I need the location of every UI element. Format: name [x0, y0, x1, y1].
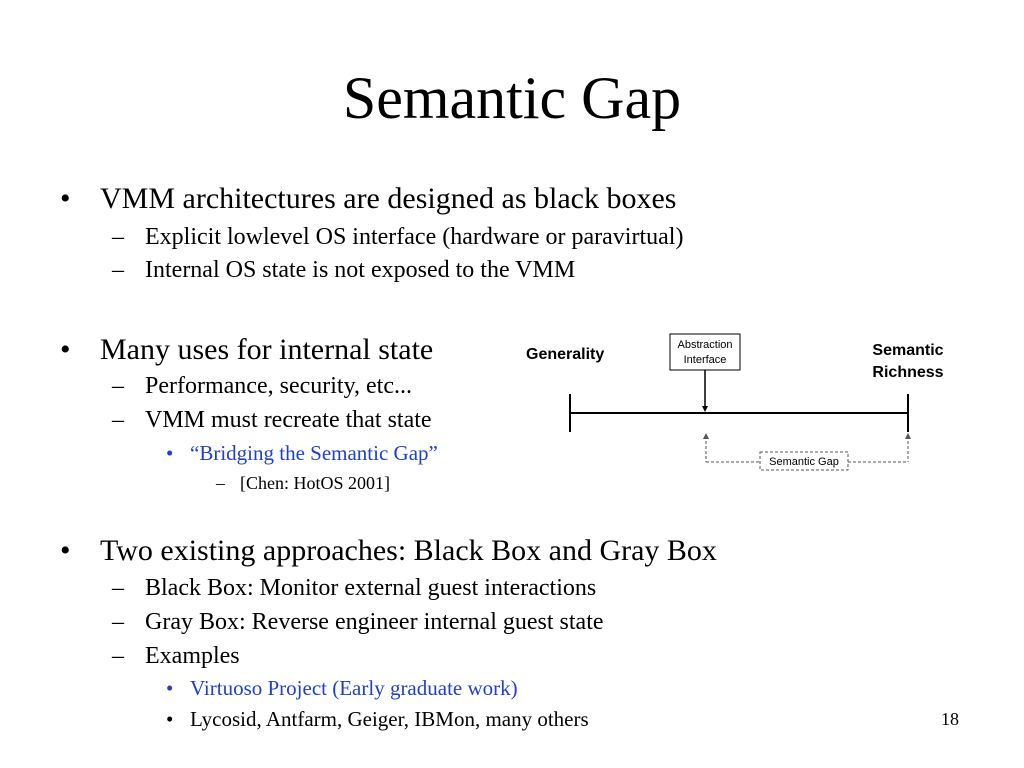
arrow-up-icon: [703, 433, 709, 439]
bullet-text: Two existing approaches: Black Box and G…: [100, 534, 717, 567]
sub-sub-bullet-item: • Lycosid, Antfarm, Geiger, IBMon, many o…: [166, 707, 589, 731]
abstraction-box: [669, 333, 741, 371]
bullet-marker: •: [60, 333, 71, 366]
dash-marker: –: [112, 575, 124, 601]
sub-bullet-text: Examples: [145, 643, 240, 669]
dash-marker: –: [112, 407, 124, 433]
sub-bullet-text: Performance, security, etc...: [145, 373, 412, 399]
sub-bullet-item: –Performance, security, etc...: [112, 372, 412, 400]
slide-number: 18: [941, 709, 959, 729]
arrow-up-icon: [905, 433, 911, 439]
sub-bullet-item: –VMM must recreate that state: [112, 406, 432, 434]
slide-title: Semantic Gap: [342, 65, 682, 131]
sub-bullet-text: Gray Box: Reverse engineer internal gues…: [145, 609, 604, 635]
link-text: Virtuoso Project (Early graduate work): [190, 676, 518, 700]
diagram-right-label-line1: Semantic: [872, 342, 943, 359]
link-text: “Bridging the Semantic Gap”: [190, 441, 438, 465]
bullet-text: VMM architectures are designed as black …: [100, 182, 677, 215]
sub-sub-bullet-item: • Virtuoso Project (Early graduate work): [166, 676, 518, 700]
bullet-text: Many uses for internal state: [100, 333, 434, 366]
bullet-item: • Two existing approaches: Black Box and …: [60, 534, 717, 568]
arrow-down-icon: [702, 406, 708, 412]
abstraction-label-line2: Interface: [684, 354, 727, 366]
sub-sub-sub-bullet-item: –[Chen: HotOS 2001]: [216, 472, 390, 494]
dash-marker: –: [112, 643, 124, 669]
dash-marker: –: [112, 257, 124, 283]
dash-marker: –: [216, 473, 225, 493]
semantic-gap-box: [759, 451, 849, 471]
citation-text: [Chen: HotOS 2001]: [240, 473, 390, 493]
dash-marker: –: [112, 609, 124, 635]
sub-sub-bullet-item: • “Bridging the Semantic Gap”: [166, 441, 438, 465]
sub-bullet-item: –Internal OS state is not exposed to the…: [112, 256, 575, 284]
sub-bullet-item: –Black Box: Monitor external guest inter…: [112, 574, 596, 602]
sub-bullet-text: Explicit lowlevel OS interface (hardware…: [145, 224, 684, 250]
dash-marker: –: [112, 373, 124, 399]
diagram-right-label-line2: Richness: [872, 364, 943, 381]
sub-sub-bullet-text: Lycosid, Antfarm, Geiger, IBMon, many ot…: [190, 707, 589, 731]
semantic-gap-diagram: Generality Abstraction Interface Semanti…: [526, 333, 944, 471]
bullet-item: • VMM architectures are designed as black…: [60, 182, 676, 216]
abstraction-label-line1: Abstraction: [677, 339, 732, 351]
diagram-left-label: Generality: [526, 346, 604, 363]
semantic-gap-label: Semantic Gap: [769, 456, 839, 468]
bullet-marker: •: [60, 534, 71, 567]
sub-bullet-item: –Gray Box: Reverse engineer internal gue…: [112, 608, 604, 636]
sub-bullet-item: –Examples: [112, 642, 240, 670]
bullet-item: • Many uses for internal state: [60, 333, 433, 367]
bullet-marker: •: [166, 707, 174, 731]
sub-bullet-text: Internal OS state is not exposed to the …: [145, 257, 576, 283]
dash-marker: –: [112, 224, 124, 250]
sub-bullet-text: Black Box: Monitor external guest intera…: [145, 575, 597, 601]
sub-bullet-item: –Explicit lowlevel OS interface (hardwar…: [112, 223, 683, 251]
bullet-marker: •: [60, 182, 71, 215]
bullet-marker: •: [166, 441, 174, 465]
sub-bullet-text: VMM must recreate that state: [145, 407, 432, 433]
bullet-marker: •: [166, 676, 174, 700]
